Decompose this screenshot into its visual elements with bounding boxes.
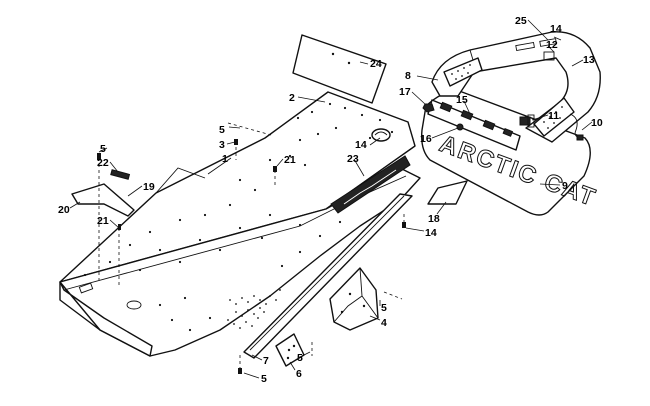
callout-5-left: 5 [100, 143, 106, 155]
callout-15: 15 [456, 94, 468, 106]
callout-4: 4 [381, 317, 387, 329]
part-19-bracket [71, 183, 135, 217]
part-24-plate [292, 34, 387, 104]
callout-16: 16 [420, 133, 432, 145]
callout-7: 7 [263, 355, 269, 367]
tunnel-front-flange [59, 281, 153, 357]
callout-labels: 25 14 12 13 24 8 17 15 11 10 16 2 5 3 1 … [58, 15, 603, 385]
callout-25: 25 [515, 15, 527, 27]
callout-19: 19 [143, 181, 155, 193]
leader-lines [69, 19, 593, 379]
callout-17: 17 [399, 86, 411, 98]
callout-5-deck: 5 [219, 124, 225, 136]
part-17-nut [422, 103, 435, 113]
part-16-washer [456, 123, 464, 131]
callout-6: 6 [296, 368, 302, 380]
part-11-taillight [519, 114, 535, 128]
callout-5-bracket: 5 [381, 302, 387, 314]
callout-11: 11 [548, 110, 559, 122]
part-18-reflector [427, 180, 468, 205]
tunnel-perforation-grid [227, 289, 281, 329]
callout-5-bottom: 5 [261, 373, 267, 385]
callout-1: 1 [222, 153, 228, 165]
tunnel-rivet-holes [83, 102, 394, 332]
callout-12: 12 [546, 39, 558, 51]
callout-5-plate: 5 [297, 352, 303, 364]
callout-8: 8 [405, 70, 411, 82]
callout-10: 10 [591, 117, 603, 129]
callout-23: 23 [347, 153, 359, 165]
callout-20: 20 [58, 204, 70, 216]
callout-18: 18 [428, 213, 440, 225]
callout-13: 13 [583, 54, 595, 66]
callout-21-left: 21 [97, 215, 109, 227]
callout-21-deck: 21 [284, 154, 296, 166]
part-13-rear-bumper [431, 31, 601, 143]
callout-2: 2 [289, 92, 295, 104]
callout-14-emblem: 14 [355, 139, 367, 151]
callout-22: 22 [97, 157, 109, 169]
part-4-bracket [329, 267, 379, 331]
callout-9: 9 [562, 180, 568, 192]
part-23-decal [330, 155, 411, 214]
tunnel-access-hole [126, 300, 142, 310]
callout-14-top: 14 [550, 23, 562, 35]
callout-3: 3 [219, 139, 225, 151]
part-10-wire-connector [569, 113, 584, 141]
part-12-clip [543, 51, 555, 61]
tunnel-assembly [59, 91, 421, 357]
part-7-trim-rail [243, 193, 413, 359]
part-14-emblem [371, 128, 391, 142]
callout-24: 24 [370, 58, 382, 70]
part-22-pad [110, 169, 131, 180]
callout-14-rail: 14 [425, 227, 437, 239]
